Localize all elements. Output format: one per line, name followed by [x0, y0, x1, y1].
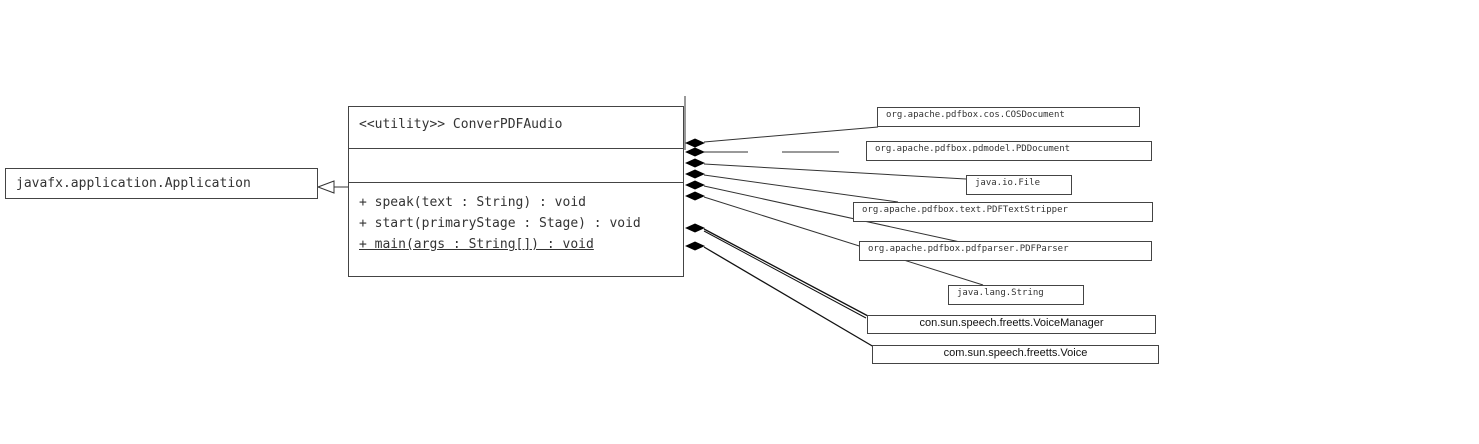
dependency-label: org.apache.pdfbox.pdmodel.PDDocument — [875, 144, 1071, 154]
class-name-compartment: <<utility>> ConverPDFAudio — [349, 107, 683, 149]
dependency-voicemanager[interactable]: con.sun.speech.freetts.VoiceManager — [867, 315, 1156, 334]
diamond-file — [685, 158, 705, 168]
dependency-cosdocument[interactable]: org.apache.pdfbox.cos.COSDocument — [877, 107, 1140, 127]
operations-compartment: + speak(text : String) : void + start(pr… — [349, 183, 683, 276]
dependency-label: java.lang.String — [957, 288, 1044, 298]
connector-pdftextstripper — [703, 174, 899, 203]
dependency-label: org.apache.pdfbox.text.PDFTextStripper — [862, 205, 1068, 215]
dependency-file[interactable]: java.io.File — [966, 175, 1072, 195]
main-class-box[interactable]: <<utility>> ConverPDFAudio + speak(text … — [348, 106, 684, 277]
class-name: <<utility>> ConverPDFAudio — [359, 117, 563, 132]
dependency-pdfparser[interactable]: org.apache.pdfbox.pdfparser.PDFParser — [859, 241, 1152, 261]
dependency-label: com.sun.speech.freetts.Voice — [943, 347, 1088, 359]
diamond-voice — [685, 241, 705, 251]
dependency-label: org.apache.pdfbox.cos.COSDocument — [886, 110, 1065, 120]
dependency-pddocument[interactable]: org.apache.pdfbox.pdmodel.PDDocument — [866, 141, 1152, 161]
connector-string — [703, 196, 984, 286]
generalization-arrowhead — [316, 180, 335, 194]
dependency-string[interactable]: java.lang.String — [948, 285, 1084, 305]
diamond-pdftextstripper — [685, 169, 705, 179]
parent-class-name: javafx.application.Application — [16, 176, 251, 191]
diamond-cosdocument — [685, 138, 705, 148]
connector-pdfparser — [703, 185, 961, 243]
attributes-compartment — [349, 149, 683, 183]
dependency-label: con.sun.speech.freetts.VoiceManager — [919, 317, 1104, 329]
operation-start: + start(primaryStage : Stage) : void — [359, 216, 641, 231]
dependency-pdftextstripper[interactable]: org.apache.pdfbox.text.PDFTextStripper — [853, 202, 1153, 222]
diamond-pddocument — [685, 147, 705, 157]
parent-class-box[interactable]: javafx.application.Application — [5, 168, 318, 199]
diamond-pdfparser — [685, 180, 705, 190]
dependency-label: org.apache.pdfbox.pdfparser.PDFParser — [868, 244, 1069, 254]
connector-cosdocument — [703, 126, 879, 143]
diamond-voicemanager — [685, 223, 705, 233]
diamond-string — [685, 191, 705, 201]
connector-voicemanager — [703, 228, 869, 317]
operation-main: + main(args : String[]) : void — [359, 237, 594, 252]
operation-speak: + speak(text : String) : void — [359, 195, 586, 210]
connector-voicemanager-b — [703, 230, 867, 319]
dependency-voice[interactable]: com.sun.speech.freetts.Voice — [872, 345, 1159, 364]
dependency-label: java.io.File — [975, 178, 1041, 188]
connector-voice — [703, 246, 875, 348]
connector-file — [703, 163, 967, 180]
